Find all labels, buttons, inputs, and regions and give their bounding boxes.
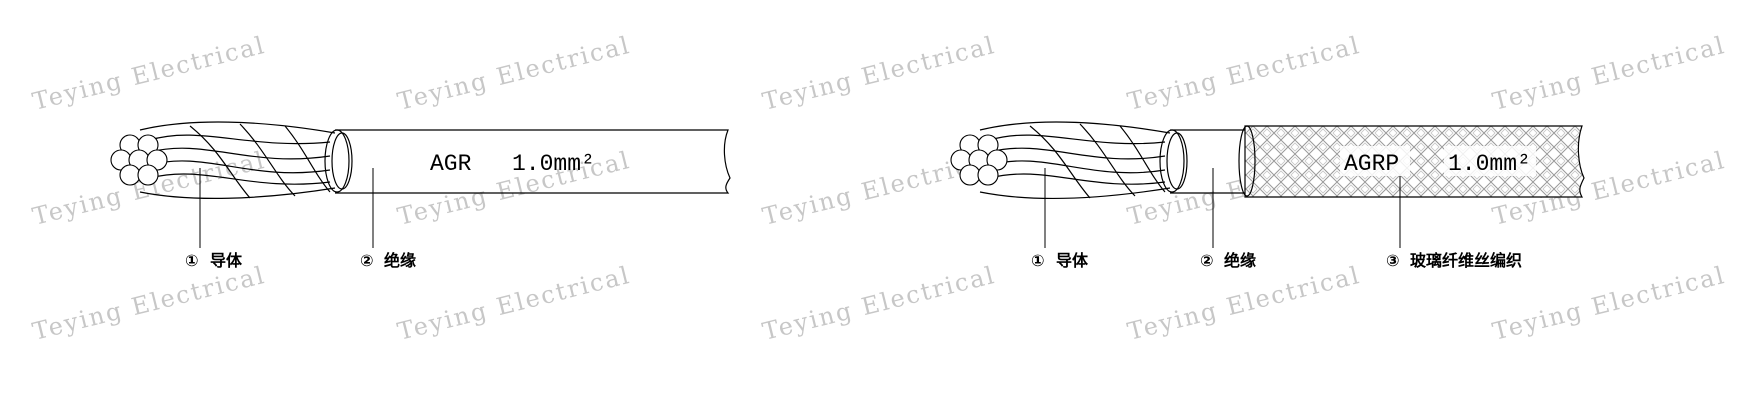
callout-number: ① [185,251,199,270]
callout-number: ② [360,251,374,270]
callout-number: ② [1200,251,1214,270]
cable-agrp: AGRP 1.0mm² ① 导体 ② 绝缘 ③ 玻璃纤维丝编织 [950,121,1585,270]
callout-number: ① [1031,251,1045,270]
watermark-text: Teying Electrical [1490,31,1729,116]
callout-insulation: 绝缘 [1224,251,1256,270]
watermark-text: Teying Electrical [1125,261,1364,346]
watermark-text: Teying Electrical [1125,31,1364,116]
insulation-end [1159,129,1185,193]
callout-conductor: 导体 [1056,251,1089,270]
cable-agr: AGR 1.0mm² ① 导体 ② 绝缘 [110,121,731,270]
watermark-text: Teying Electrical [395,31,634,116]
glass-fiber-braid [1244,125,1585,198]
conductor-end [110,134,168,186]
insulation-end [324,129,350,193]
watermark-text: Teying Electrical [760,261,999,346]
callout-insulation: 绝缘 [384,251,416,270]
conductor-strands [139,121,336,199]
callout-number: ③ [1386,251,1400,270]
watermark-text: Teying Electrical [30,31,269,116]
insulation-body [1170,129,1245,194]
conductor-strands [979,121,1171,200]
cable-size-label: 1.0mm² [512,151,595,177]
watermark-text: Teying Electrical [395,261,634,346]
conductor-end [950,134,1008,186]
cable-model-label: AGR [430,151,472,177]
cable-size-label: 1.0mm² [1448,151,1531,177]
watermark-text: Teying Electrical [760,31,999,116]
callout-braid: 玻璃纤维丝编织 [1410,251,1522,270]
watermark-text: Teying Electrical [30,261,269,346]
callout-conductor: 导体 [210,251,243,270]
cable-model-label: AGRP [1344,151,1399,177]
insulation-body [335,129,731,194]
watermark-text: Teying Electrical [1490,261,1729,346]
